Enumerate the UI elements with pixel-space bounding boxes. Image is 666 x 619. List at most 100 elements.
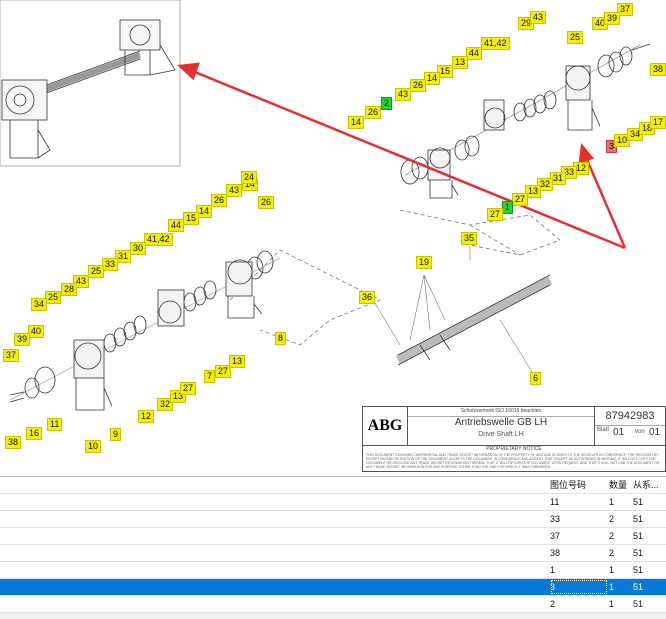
cell-position: 1 — [550, 565, 556, 575]
exploded-view-drawing: 37 40 39 38 25 2 9 43 41,42 44 13 15 14 2… — [0, 0, 666, 472]
callout-label[interactable]: 17 — [650, 116, 666, 129]
cell-from: 51 — [633, 548, 644, 558]
callout-label-highlighted[interactable]: 1 — [502, 201, 514, 214]
callout-label[interactable]: 40 — [28, 325, 45, 338]
callout-label[interactable]: 14 — [348, 116, 365, 129]
cell-position: 37 — [550, 531, 561, 541]
callout-label[interactable]: 32 — [157, 398, 174, 411]
cell-from: 51 — [633, 582, 644, 592]
callout-label[interactable]: 13 — [525, 185, 542, 198]
protection-note: Schutzvermerk ISO 16016 beachten — [408, 407, 594, 417]
sheet-label: Blatt — [597, 427, 610, 433]
callout-label[interactable]: 36 — [359, 291, 376, 304]
callout-label[interactable]: 44 — [168, 219, 185, 232]
table-row-selected[interactable]: 3 1 51 — [0, 579, 666, 596]
callout-label[interactable]: 43 — [530, 11, 547, 24]
table-row[interactable]: 11 1 51 — [0, 494, 666, 511]
callout-label[interactable]: 41,42 — [481, 37, 510, 50]
column-header-from[interactable]: 从系... — [633, 480, 659, 490]
callout-label[interactable]: 38 — [5, 436, 22, 449]
table-row[interactable]: 1 1 51 — [0, 562, 666, 579]
callout-label[interactable]: 27 — [487, 208, 504, 221]
callout-label[interactable]: 13 — [229, 355, 246, 368]
cell-quantity: 1 — [609, 565, 615, 575]
callout-label[interactable]: 37 — [3, 349, 20, 362]
callout-label[interactable]: 39 — [14, 333, 31, 346]
parts-grid: 图位号码 数量 从系... 11 1 51 33 2 51 37 2 51 38… — [0, 476, 666, 619]
callout-label[interactable]: 34 — [31, 298, 48, 311]
callout-label[interactable]: 14 — [424, 72, 441, 85]
cell-quantity: 1 — [609, 599, 615, 609]
callout-label[interactable]: 7 — [204, 370, 216, 383]
column-header-quantity[interactable]: 数量 — [609, 480, 628, 490]
table-row[interactable]: 2 1 51 — [0, 596, 666, 613]
title-block-number: 87942983 Blatt 01 von 01 — [595, 407, 665, 446]
callout-label[interactable]: 37 — [617, 3, 634, 16]
title-block-description: Schutzvermerk ISO 16016 beachten Antrieb… — [408, 407, 595, 446]
callout-label[interactable]: 39 — [604, 12, 621, 25]
callout-label[interactable]: 41,42 — [144, 233, 173, 246]
cell-quantity: 2 — [609, 531, 615, 541]
table-header: 图位号码 数量 从系... — [0, 477, 666, 494]
cell-position: 11 — [550, 497, 560, 507]
callout-label[interactable]: 26 — [211, 194, 228, 207]
cell-quantity: 2 — [609, 548, 615, 558]
callout-label[interactable]: 31 — [115, 250, 132, 263]
callout-label[interactable]: 10 — [85, 440, 102, 453]
cell-from: 51 — [633, 531, 644, 541]
callout-label[interactable]: 9 — [110, 428, 122, 441]
callout-label[interactable]: 15 — [437, 65, 454, 78]
callout-label[interactable]: 33 — [102, 258, 119, 271]
callout-label[interactable]: 16 — [26, 427, 43, 440]
callout-label[interactable]: 44 — [466, 47, 483, 60]
callout-label[interactable]: 11 — [47, 418, 63, 431]
callout-label[interactable]: 27 — [180, 382, 197, 395]
sheet-total: 01 — [649, 427, 661, 438]
proprietary-notice-header: PROPRIETARY NOTICE — [486, 446, 542, 452]
cell-quantity: 2 — [609, 514, 615, 524]
cell-from: 51 — [633, 497, 644, 507]
callout-label-highlighted[interactable]: 2 — [381, 97, 393, 110]
callout-label[interactable]: 6 — [530, 372, 542, 385]
table-row[interactable]: 37 2 51 — [0, 528, 666, 545]
callout-label[interactable]: 43 — [226, 184, 243, 197]
proprietary-notice-text: THIS DOCUMENT CONTAINS CONFIDENTIAL AND … — [366, 453, 660, 469]
callout-label[interactable]: 28 — [61, 283, 78, 296]
cell-quantity: 1 — [609, 582, 615, 592]
drawing-subtitle: Drive Shaft LH — [478, 431, 524, 438]
callout-label[interactable]: 19 — [416, 256, 433, 269]
cell-position: 3 — [550, 579, 608, 595]
callout-label[interactable]: 15 — [183, 212, 200, 225]
drawing-title: Antriebswelle GB LH — [454, 417, 548, 428]
callout-label[interactable]: 27 — [512, 193, 529, 206]
callout-label[interactable]: 24 — [241, 171, 258, 184]
column-header-position[interactable]: 图位号码 — [550, 480, 587, 490]
callout-label[interactable]: 13 — [452, 56, 469, 69]
drawing-linework — [0, 0, 651, 411]
callout-label[interactable]: 43 — [395, 88, 412, 101]
table-row[interactable]: 33 2 51 — [0, 511, 666, 528]
cell-quantity: 1 — [609, 497, 615, 507]
sheet-number: 01 — [613, 427, 625, 438]
callout-label[interactable]: 25 — [88, 265, 105, 278]
table-row[interactable]: 38 2 51 — [0, 545, 666, 562]
callout-label[interactable]: 25 — [45, 291, 62, 304]
cell-position: 2 — [550, 599, 556, 609]
title-block: ABG Schutzvermerk ISO 16016 beachten Ant… — [362, 406, 666, 472]
callout-label[interactable]: 8 — [275, 332, 287, 345]
sheet-of-label: von — [635, 429, 645, 435]
callout-label[interactable]: 30 — [130, 242, 147, 255]
cell-from: 51 — [633, 514, 644, 524]
callout-label[interactable]: 14 — [196, 205, 213, 218]
callout-label[interactable]: 27 — [215, 365, 232, 378]
callout-label[interactable]: 35 — [461, 232, 478, 245]
cell-from: 51 — [633, 599, 644, 609]
callout-label[interactable]: 25 — [567, 31, 584, 44]
callout-label[interactable]: 38 — [650, 63, 666, 76]
callout-label[interactable]: 26 — [258, 196, 275, 209]
company-logo: ABG — [363, 407, 408, 446]
callout-label[interactable]: 26 — [365, 106, 382, 119]
callout-label[interactable]: 12 — [138, 410, 155, 423]
callout-label[interactable]: 26 — [410, 79, 427, 92]
drawing-number: 87942983 — [595, 407, 665, 426]
